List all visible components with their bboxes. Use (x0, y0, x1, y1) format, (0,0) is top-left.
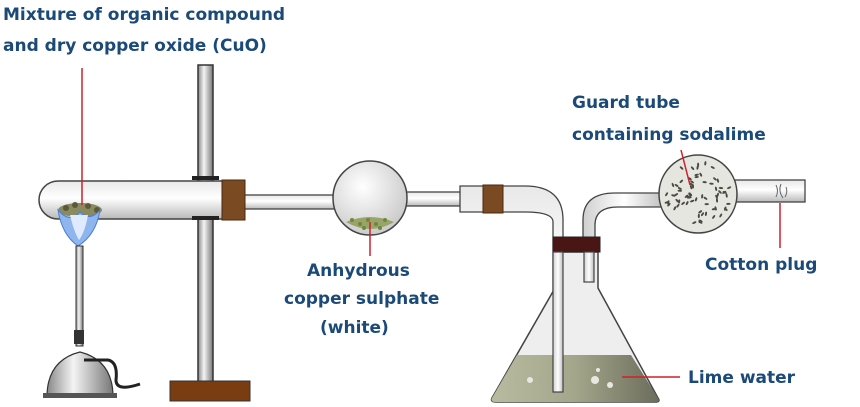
sodalime-granule (725, 193, 728, 198)
copper-sulphate-bulb (332, 160, 504, 236)
sodalime-granule (715, 186, 718, 191)
sodalime-granule (713, 177, 717, 181)
conical-flask (490, 236, 660, 403)
retort-stand (169, 64, 251, 402)
sodalime-granule (697, 162, 700, 168)
sodalime-granule (690, 199, 695, 203)
sodalime-granule (703, 196, 708, 200)
sodalime-granule (681, 201, 685, 205)
sodalime-granule (699, 172, 703, 177)
sodalime-granule (667, 202, 671, 207)
sodalime-granule (684, 194, 689, 198)
cotton-plug (775, 183, 788, 199)
label-lime-water: Lime water (688, 368, 796, 388)
sodalime-granule (710, 166, 715, 169)
sodalime-granule (664, 201, 669, 204)
label-cotton-plug: Cotton plug (705, 255, 817, 275)
sodalime-granule (688, 192, 691, 197)
sodalime-granule (709, 182, 714, 185)
sodalime-granule (718, 190, 722, 194)
sodalime-granule (701, 212, 704, 217)
sodalime-granule (677, 187, 682, 190)
sodalime-granule (704, 203, 709, 206)
sodalime-granule (665, 192, 669, 197)
sodalime-granule (679, 179, 684, 184)
sodalime-granule (694, 175, 699, 179)
sodalime-granule (718, 187, 724, 190)
sodalime-granule (726, 202, 731, 205)
sodalime-granule (702, 181, 707, 184)
sodalime-granule (724, 207, 728, 211)
test-tube (38, 176, 246, 221)
sodalime-granule (716, 192, 719, 198)
sodalime-granule (698, 219, 703, 223)
lime-water (491, 355, 659, 402)
sodalime-granule (677, 189, 682, 192)
sodalime-granule (690, 180, 694, 184)
sodalime-granule (694, 173, 699, 176)
label-mixture-1: Mixture of organic compound (3, 5, 285, 25)
burner (43, 208, 141, 398)
sodalime-granule (676, 203, 680, 208)
sodalime-granule (727, 186, 732, 190)
sodalime-granule (674, 184, 679, 187)
sodalime-granule (715, 198, 719, 203)
label-guard-1: Guard tube (572, 93, 680, 113)
sodalime-granule (712, 215, 716, 219)
sodalime-granule (698, 221, 703, 224)
sodalime-granule (687, 196, 692, 199)
sodalime-granule (716, 178, 720, 183)
sodalime-granule (719, 213, 723, 218)
sodalime-granule (690, 166, 695, 170)
sodalime-granule (722, 191, 727, 194)
label-anhydrous-3: (white) (320, 318, 389, 338)
sodalime-granule (685, 201, 689, 206)
sodalime-granule (675, 198, 679, 203)
label-anhydrous-2: copper sulphate (284, 289, 439, 309)
sodalime-granule (692, 221, 697, 224)
sodalime-granule (701, 194, 704, 199)
sodalime-granule (671, 182, 675, 188)
sodalime-granule (714, 206, 717, 211)
organic-mixture (58, 202, 102, 217)
sodalime-granule (673, 206, 677, 211)
sodalime-granule (698, 210, 703, 214)
sodalime-granule (704, 211, 708, 217)
sodalime-granule (674, 193, 679, 196)
guard-tube (658, 154, 788, 234)
pointer-lines (81, 68, 781, 378)
label-anhydrous-1: Anhydrous (307, 261, 410, 281)
label-mixture-2: and dry copper oxide (CuO) (3, 36, 267, 56)
sodalime-granule (694, 197, 698, 202)
label-guard-2: containing sodalime (572, 125, 766, 145)
sodalime-granule (679, 166, 684, 170)
sodalime-granule (678, 199, 681, 204)
sodalime-granule (704, 161, 707, 166)
sodalime-granule (697, 213, 700, 219)
flame (57, 208, 101, 247)
sodalime-granule (671, 194, 676, 197)
sodalime-granule (689, 185, 693, 190)
sodalime-granule (715, 194, 718, 199)
